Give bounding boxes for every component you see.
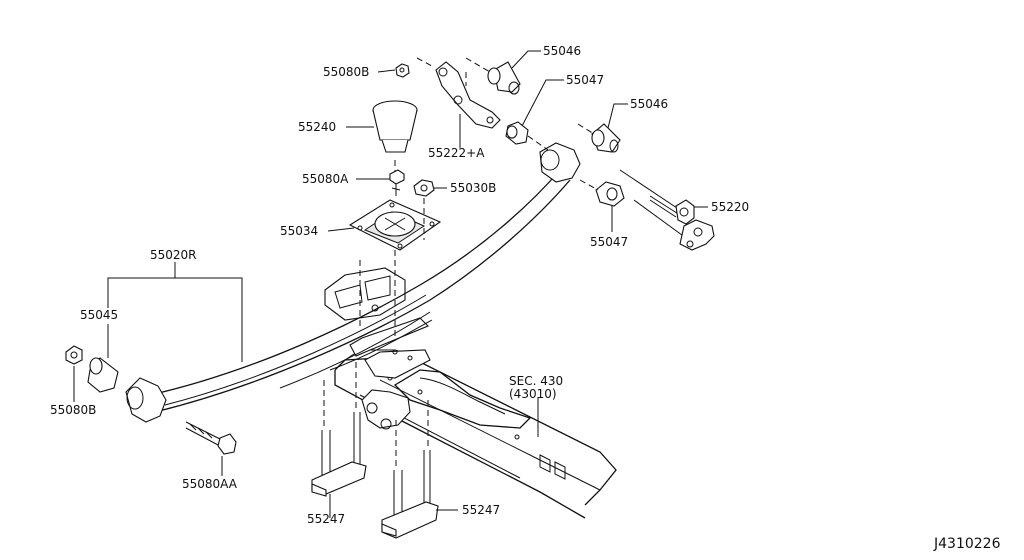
callout-55080b-left: 55080B <box>50 403 96 417</box>
callout-55020r: 55020R <box>150 248 197 262</box>
leader-lines <box>73 50 708 518</box>
callout-55034: 55034 <box>280 224 318 238</box>
callout-55222a: 55222+A <box>428 146 485 160</box>
shackle-bolts-55220 <box>619 169 715 251</box>
bushing-55046-top <box>487 61 521 95</box>
callout-labels: 55046 55080B 55047 55046 55240 55222+A 5… <box>50 44 1001 552</box>
callout-55046-right: 55046 <box>630 97 668 111</box>
callout-55046-top: 55046 <box>543 44 581 58</box>
bushing-55047-top <box>505 121 549 151</box>
diagram-id: J4310226 <box>933 536 1001 552</box>
callout-55247-left: 55247 <box>307 512 345 526</box>
callout-55047-right: 55047 <box>590 235 628 249</box>
callout-55080aa: 55080AA <box>182 477 238 491</box>
section-reference-code: (43010) <box>509 387 557 401</box>
bolt-55080a <box>389 169 405 196</box>
section-reference: SEC. 430 <box>509 374 563 388</box>
bushing-55046-right <box>577 123 621 153</box>
callout-55030b: 55030B <box>450 181 496 195</box>
callout-55080a: 55080A <box>302 172 349 186</box>
callout-55247-right: 55247 <box>462 503 500 517</box>
callout-55240: 55240 <box>298 120 336 134</box>
callout-55047-top: 55047 <box>566 73 604 87</box>
u-bolt-55247-right <box>381 400 439 539</box>
callout-55045: 55045 <box>80 308 118 322</box>
nut-55030b <box>413 179 435 240</box>
shackle-55222a <box>416 57 501 129</box>
spring-pad <box>348 199 442 340</box>
bolt-55080aa <box>185 421 237 455</box>
bushing-55045 <box>87 357 119 393</box>
frame-rail <box>334 349 617 519</box>
callout-55080b-top: 55080B <box>323 65 369 79</box>
nut-55080b-top <box>395 63 410 78</box>
u-bolt-55247-left <box>311 362 367 497</box>
leaf-spring <box>125 142 581 423</box>
bushing-55047-right <box>579 179 625 207</box>
callout-55220: 55220 <box>711 200 749 214</box>
nut-55080b-left <box>65 345 83 365</box>
bump-stop <box>372 100 418 172</box>
